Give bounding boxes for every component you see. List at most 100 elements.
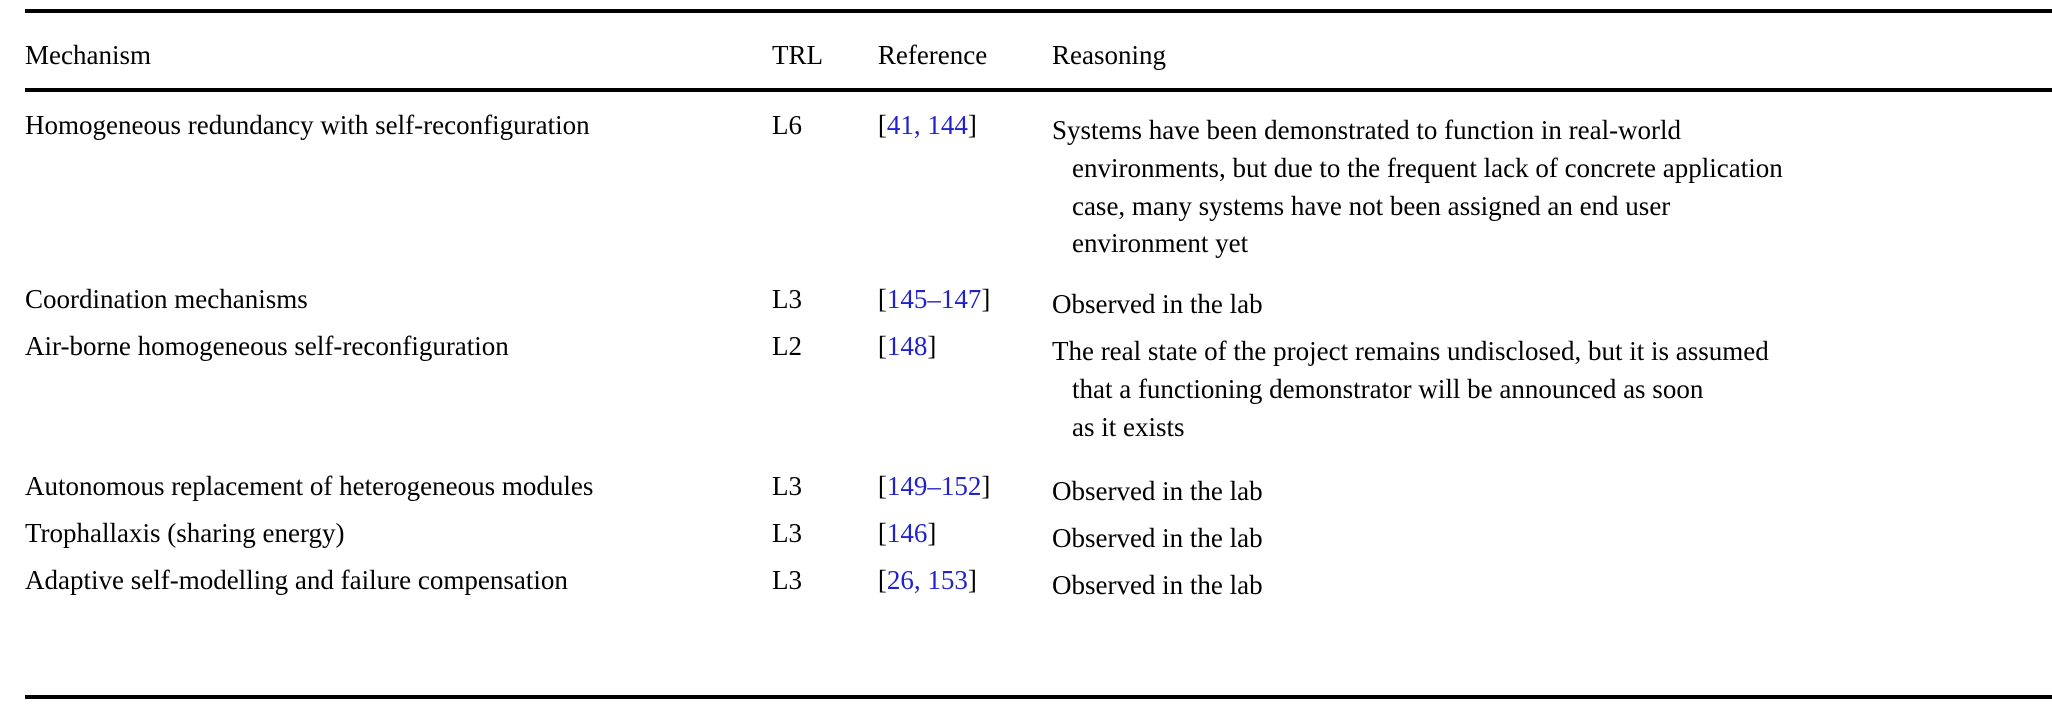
bracket-open: [ bbox=[877, 284, 887, 315]
cell-reference: [149–152] bbox=[878, 460, 1052, 511]
column-header-mechanism-label: Mechanism bbox=[25, 40, 151, 70]
reasoning-paragraph: Observed in the lab bbox=[1052, 286, 2052, 324]
table-row: Adaptive self-modelling and failure comp… bbox=[25, 558, 2052, 625]
citation-numbers[interactable]: 149–152 bbox=[886, 471, 982, 502]
reference-citation[interactable]: [148] bbox=[878, 324, 1052, 360]
cell-trl: L3 bbox=[772, 460, 878, 511]
bracket-close: ] bbox=[967, 110, 977, 140]
cell-reference: [146] bbox=[878, 511, 1052, 558]
cell-mechanism: Adaptive self-modelling and failure comp… bbox=[25, 558, 772, 625]
cell-reasoning: Observed in the lab bbox=[1052, 277, 2052, 324]
trl-value: L2 bbox=[771, 330, 802, 361]
bracket-open: [ bbox=[877, 110, 887, 140]
cell-trl: L3 bbox=[772, 558, 878, 625]
bracket-close: ] bbox=[981, 471, 991, 502]
reasoning-line: as it exists bbox=[1071, 411, 1185, 442]
bracket-open: [ bbox=[877, 471, 887, 502]
trl-value: L3 bbox=[771, 284, 802, 315]
reasoning-line: Systems have been demonstrated to functi… bbox=[1051, 115, 1682, 145]
citation-numbers[interactable]: 145–147 bbox=[886, 284, 982, 315]
cell-reference: [41, 144] bbox=[878, 88, 1052, 277]
trl-value: L3 bbox=[771, 471, 802, 502]
cell-trl: L3 bbox=[772, 511, 878, 558]
reasoning-line: environment yet bbox=[1071, 228, 1249, 259]
bracket-close: ] bbox=[927, 518, 937, 549]
cell-reference: [148] bbox=[878, 324, 1052, 460]
reasoning-text-block: Observed in the lab bbox=[1052, 511, 2052, 558]
cell-mechanism: Homogeneous redundancy with self-reconfi… bbox=[25, 88, 772, 277]
trl-value: L6 bbox=[771, 110, 802, 140]
cell-mechanism: Autonomous replacement of heterogeneous … bbox=[25, 460, 772, 511]
reference-citation[interactable]: [145–147] bbox=[878, 277, 1052, 313]
reasoning-line: environments, but due to the frequent la… bbox=[1071, 152, 1783, 183]
cell-reasoning: Observed in the lab bbox=[1052, 460, 2052, 511]
mechanism-text: Homogeneous redundancy with self-reconfi… bbox=[25, 110, 590, 140]
reasoning-line: Observed in the lab bbox=[1051, 476, 1263, 507]
table-row: Autonomous replacement of heterogeneous … bbox=[25, 460, 2052, 511]
trl-value: L3 bbox=[771, 564, 802, 595]
table-header-rule bbox=[25, 88, 2052, 92]
column-header-reasoning: Reasoning bbox=[1052, 0, 2052, 88]
bracket-close: ] bbox=[967, 564, 977, 595]
reasoning-line: Observed in the lab bbox=[1051, 569, 1263, 600]
reasoning-text-block: Observed in the lab bbox=[1052, 277, 2052, 324]
citation-numbers[interactable]: 148 bbox=[886, 330, 928, 361]
reasoning-paragraph: Systems have been demonstrated to functi… bbox=[1052, 112, 2052, 263]
cell-trl: L6 bbox=[772, 88, 878, 277]
table-top-rule bbox=[25, 9, 2052, 13]
reference-citation[interactable]: [41, 144] bbox=[878, 88, 1052, 139]
cell-reasoning: Systems have been demonstrated to functi… bbox=[1052, 88, 2052, 277]
cell-reasoning: The real state of the project remains un… bbox=[1052, 324, 2052, 460]
column-header-mechanism: Mechanism bbox=[25, 0, 772, 88]
bracket-open: [ bbox=[877, 518, 887, 549]
table-bottom-rule bbox=[25, 695, 2052, 699]
bracket-close: ] bbox=[927, 330, 937, 361]
reasoning-line: Observed in the lab bbox=[1051, 523, 1263, 554]
reasoning-paragraph: Observed in the lab bbox=[1052, 520, 2052, 558]
cell-reference: [145–147] bbox=[878, 277, 1052, 324]
reasoning-text-block: Observed in the lab bbox=[1052, 460, 2052, 511]
table-row: Air-borne homogeneous self-reconfigurati… bbox=[25, 324, 2052, 460]
column-header-trl: TRL bbox=[772, 0, 878, 88]
mechanism-trl-table: Mechanism TRL Reference Reasoning Homoge… bbox=[25, 0, 2052, 625]
mechanism-text: Autonomous replacement of heterogeneous … bbox=[25, 471, 594, 502]
reasoning-line: case, many systems have not been assigne… bbox=[1071, 190, 1671, 221]
reasoning-line: that a functioning demonstrator will be … bbox=[1071, 373, 1704, 404]
table-header: Mechanism TRL Reference Reasoning bbox=[25, 0, 2052, 88]
table-header-row: Mechanism TRL Reference Reasoning bbox=[25, 0, 2052, 88]
column-header-reference: Reference bbox=[878, 0, 1052, 88]
citation-numbers[interactable]: 26, 153 bbox=[886, 564, 968, 595]
bracket-open: [ bbox=[877, 564, 887, 595]
column-header-reasoning-label: Reasoning bbox=[1051, 40, 1166, 70]
reasoning-paragraph: The real state of the project remains un… bbox=[1052, 333, 2052, 446]
column-header-trl-label: TRL bbox=[771, 40, 823, 70]
cell-mechanism: Trophallaxis (sharing energy) bbox=[25, 511, 772, 558]
reasoning-text-block: The real state of the project remains un… bbox=[1052, 324, 2052, 460]
cell-trl: L3 bbox=[772, 277, 878, 324]
reference-citation[interactable]: [146] bbox=[878, 511, 1052, 547]
mechanism-text: Air-borne homogeneous self-reconfigurati… bbox=[25, 330, 509, 361]
reasoning-line: The real state of the project remains un… bbox=[1051, 335, 1769, 366]
reasoning-paragraph: Observed in the lab bbox=[1052, 567, 2052, 605]
mechanism-text: Adaptive self-modelling and failure comp… bbox=[25, 564, 568, 595]
citation-numbers[interactable]: 41, 144 bbox=[886, 110, 968, 140]
table-body: Homogeneous redundancy with self-reconfi… bbox=[25, 88, 2052, 625]
mechanism-text: Coordination mechanisms bbox=[25, 284, 308, 315]
table-row: Trophallaxis (sharing energy) L3 [146] O… bbox=[25, 511, 2052, 558]
cell-reference: [26, 153] bbox=[878, 558, 1052, 625]
bracket-open: [ bbox=[877, 330, 887, 361]
mechanism-text: Trophallaxis (sharing energy) bbox=[25, 518, 345, 549]
column-header-reference-label: Reference bbox=[877, 40, 988, 70]
reasoning-text-block: Observed in the lab bbox=[1052, 558, 2052, 625]
cell-mechanism: Coordination mechanisms bbox=[25, 277, 772, 324]
reasoning-paragraph: Observed in the lab bbox=[1052, 473, 2052, 511]
citation-numbers[interactable]: 146 bbox=[886, 518, 928, 549]
cell-reasoning: Observed in the lab bbox=[1052, 558, 2052, 625]
bracket-close: ] bbox=[981, 284, 991, 315]
reference-citation[interactable]: [149–152] bbox=[878, 460, 1052, 500]
cell-trl: L2 bbox=[772, 324, 878, 460]
table-row: Coordination mechanisms L3 [145–147] Obs… bbox=[25, 277, 2052, 324]
cell-mechanism: Air-borne homogeneous self-reconfigurati… bbox=[25, 324, 772, 460]
reference-citation[interactable]: [26, 153] bbox=[878, 558, 1052, 614]
